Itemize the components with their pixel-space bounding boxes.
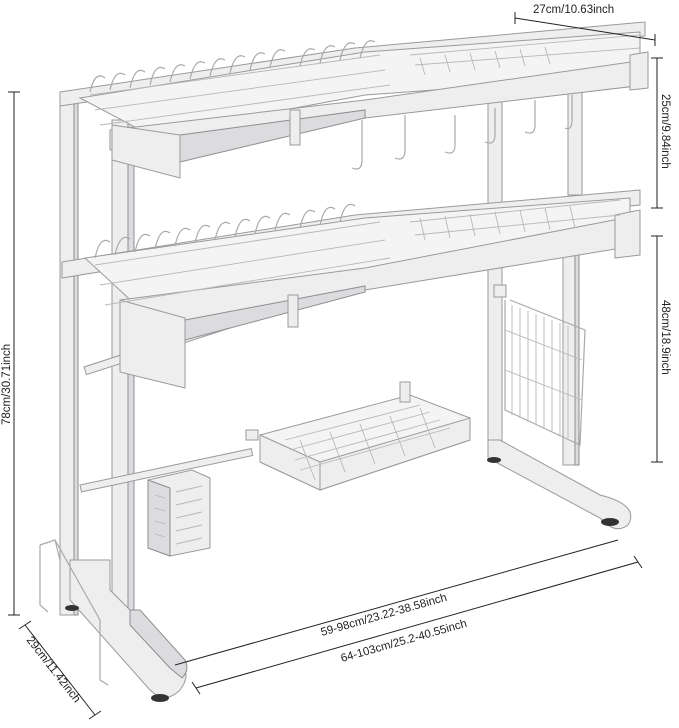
lower-tier — [61, 189, 641, 389]
right-rear-leg — [487, 94, 503, 456]
dimension-outer-width: 64-103cm/25.2-40.55inch — [191, 555, 643, 695]
label-lower-height: 48cm/18.9inch — [659, 300, 671, 375]
right-upper-post — [567, 84, 583, 196]
left-base-runner-inner — [129, 609, 188, 679]
label-base-depth: 29cm/11.42inch — [24, 634, 83, 705]
dimension-total-height: 78cm/30.71inch — [1, 91, 20, 616]
side-lid-rack — [493, 284, 586, 446]
bottom-crossbar — [79, 448, 254, 493]
left-rear-foot-pad — [65, 605, 79, 611]
left-front-foot-pad — [151, 694, 169, 702]
dimension-upper-tier-gap: 25cm/9.84inch — [651, 57, 671, 209]
lower-dish-rack-wires — [94, 199, 621, 328]
right-rear-foot-pad — [487, 457, 501, 463]
upper-dish-rack-wires — [89, 34, 641, 146]
label-upper-tier-gap: 25cm/9.84inch — [659, 94, 671, 169]
lower-rack-clip — [287, 294, 299, 328]
upper-rack-clip — [289, 109, 301, 146]
utensil-holder — [147, 469, 211, 557]
label-top-depth: 27cm/10.63inch — [533, 4, 614, 16]
utensil-hooks — [351, 95, 573, 170]
right-base-runner — [487, 439, 632, 530]
dimension-base-depth: 29cm/11.42inch — [18, 620, 102, 720]
dish-rack-illustration — [39, 21, 649, 702]
label-total-height: 78cm/30.71inch — [1, 344, 13, 425]
dimension-top-depth: 27cm/10.63inch — [514, 4, 656, 46]
dimension-lower-height: 48cm/18.9inch — [651, 235, 671, 463]
right-front-foot-pad — [601, 518, 619, 526]
drip-tray — [245, 381, 471, 491]
cutting-board-holder — [39, 539, 109, 686]
left-rear-leg — [59, 94, 79, 616]
upper-tier — [59, 21, 649, 179]
